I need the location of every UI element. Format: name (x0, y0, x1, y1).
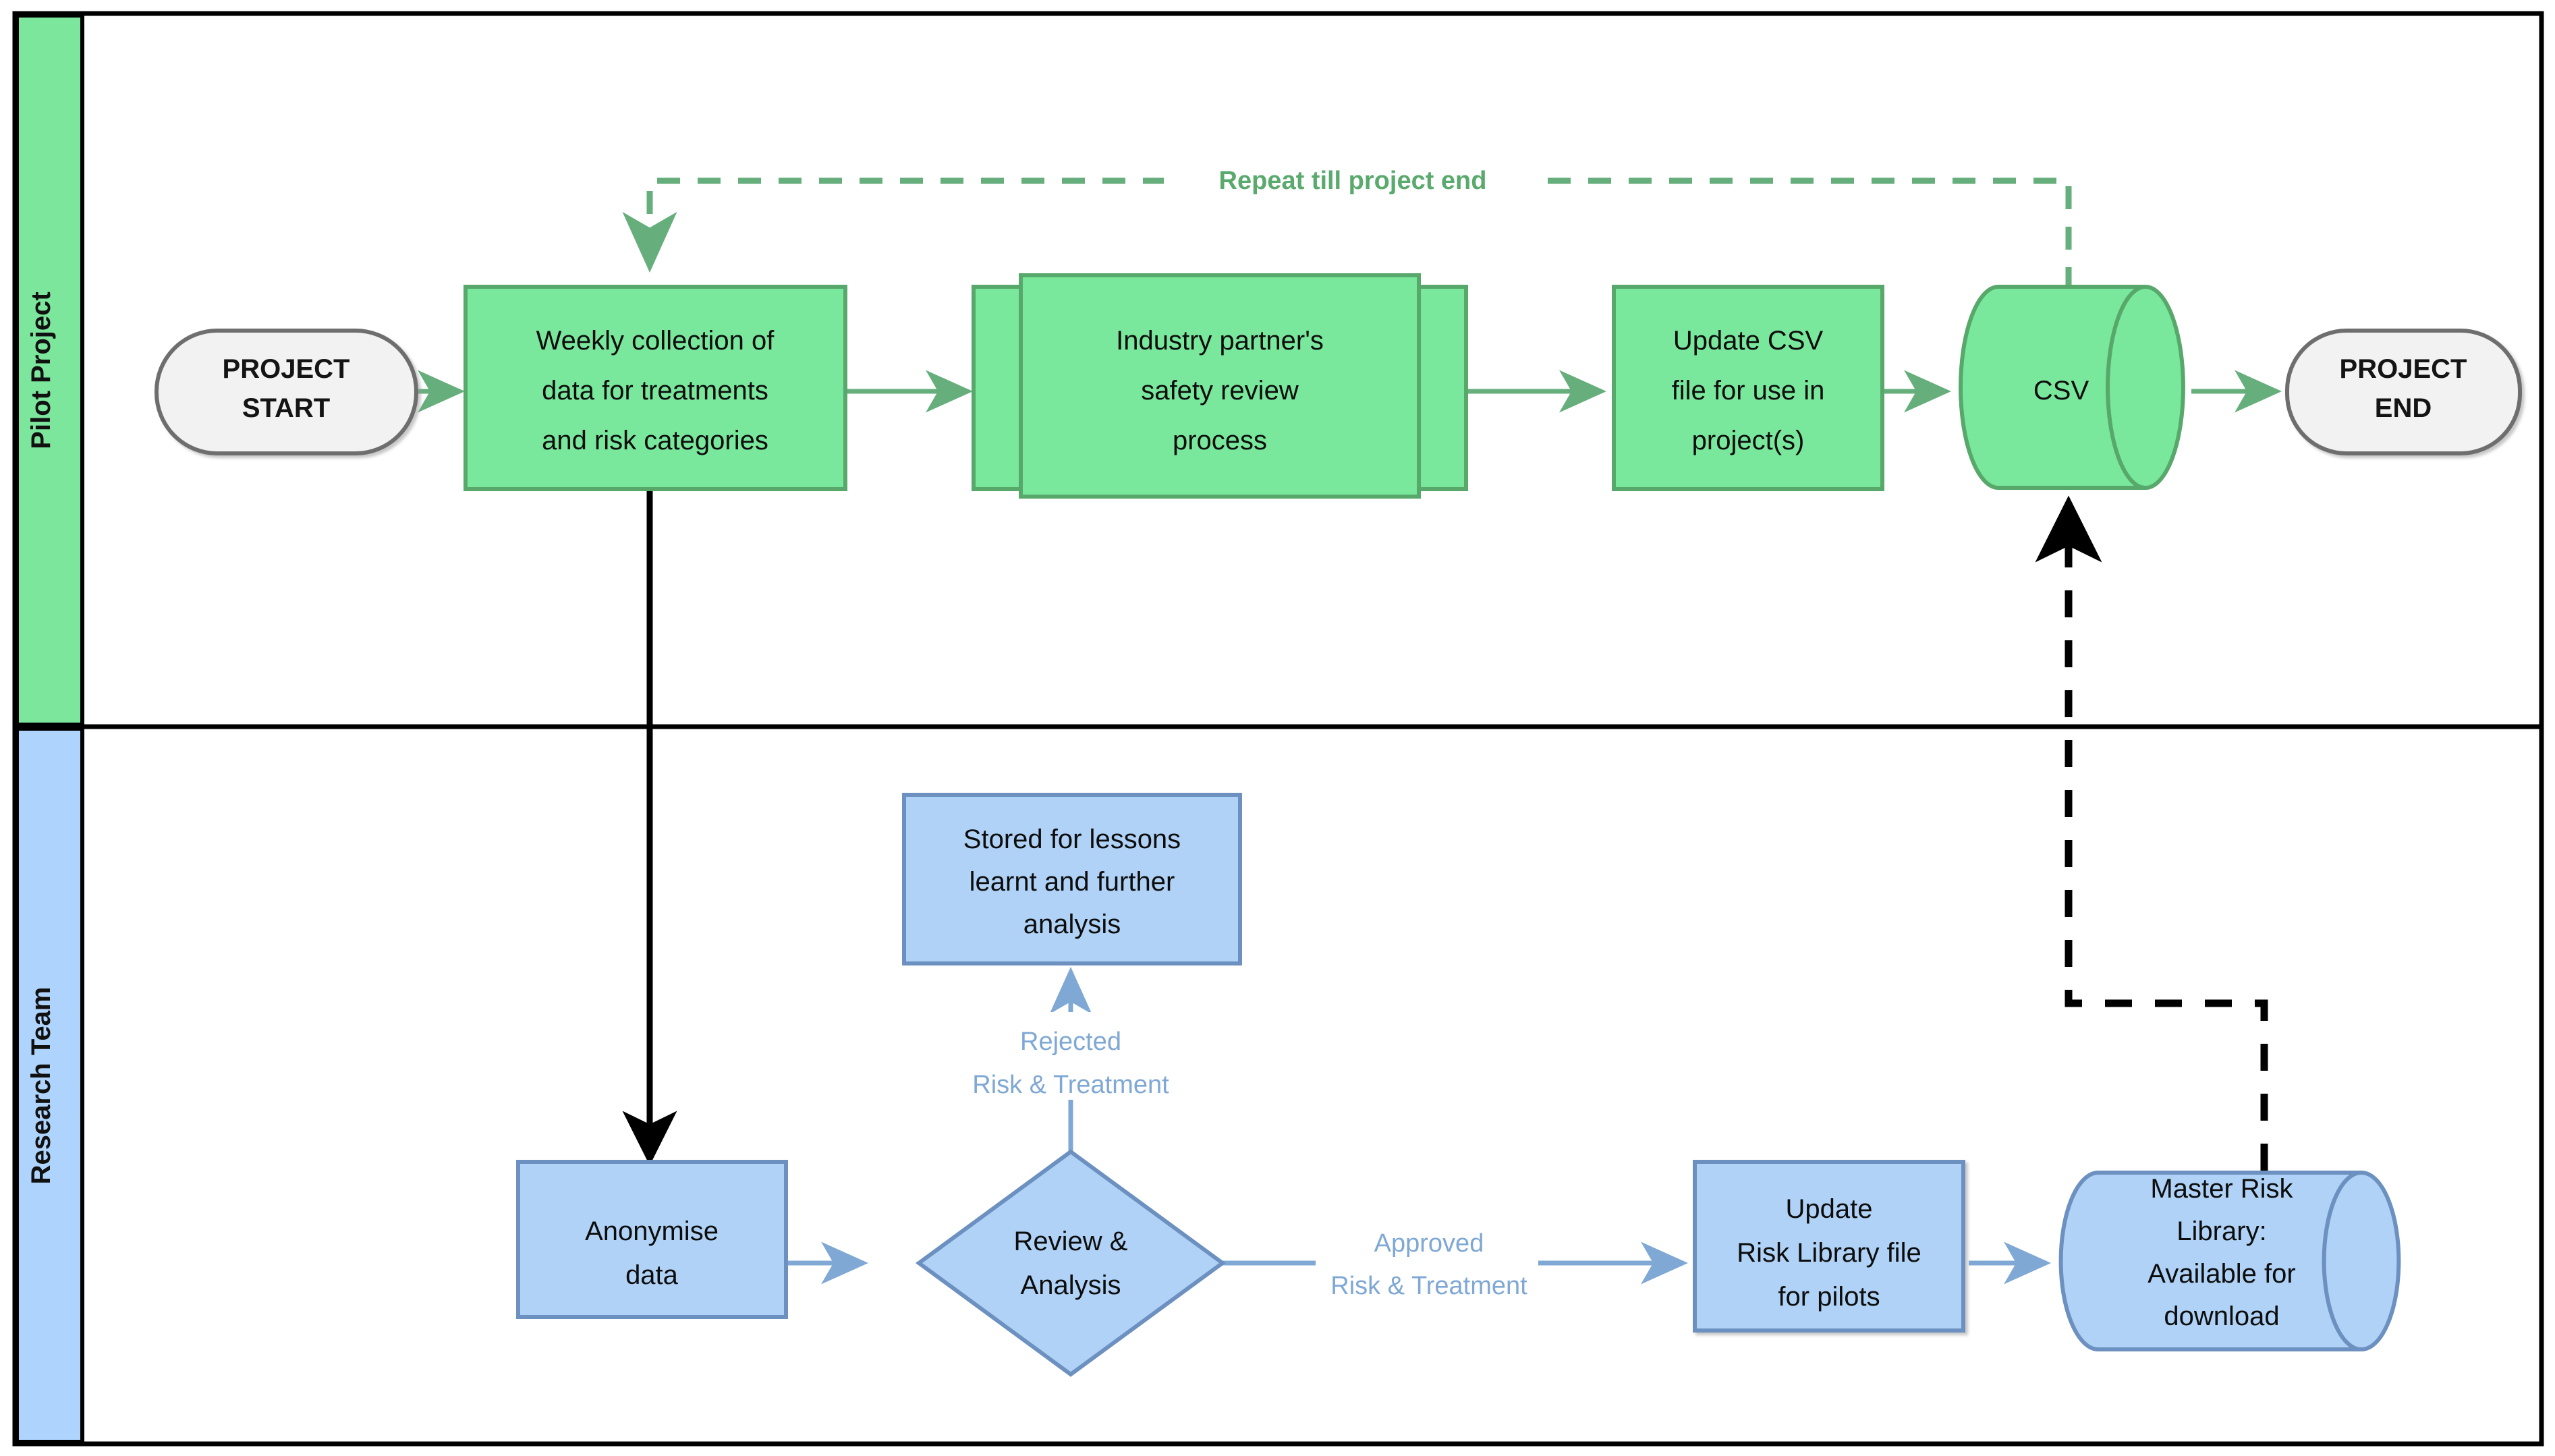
node-safety-review[interactable]: Industry partner's safety review process (972, 273, 1468, 499)
node-safety-review-line1: Industry partner's (1116, 326, 1324, 356)
node-anonymise-data-line1: Anonymise (585, 1216, 719, 1246)
node-stored-lessons-line1: Stored for lessons (963, 824, 1181, 854)
node-update-risk-library-line1: Update (1786, 1194, 1873, 1224)
node-csv-store-label: CSV (2033, 376, 2089, 405)
node-update-risk-library-line2: Risk Library file (1737, 1238, 1921, 1268)
node-project-end-line1: PROJECT (2340, 354, 2467, 384)
edge-label-rejected-line2: Risk & Treatment (972, 1071, 1169, 1099)
node-weekly-collection-line1: Weekly collection of (536, 326, 775, 356)
node-master-risk-library-line4: download (2164, 1301, 2279, 1331)
edge-label-repeat-till-project-end: Repeat till project end (1219, 167, 1487, 195)
node-master-risk-library-line1: Master Risk (2150, 1174, 2293, 1204)
edge-repeat-loop: Repeat till project end (622, 159, 2072, 290)
lane-label-research-team: Research Team (26, 987, 56, 1185)
edge-master-library-to-csv (2035, 495, 2268, 1171)
node-update-csv-line1: Update CSV (1673, 326, 1824, 356)
edge-group-top-lane: Repeat till project end (416, 159, 2282, 413)
node-project-start[interactable]: PROJECT START (155, 329, 418, 455)
node-update-risk-library-line3: for pilots (1778, 1282, 1880, 1312)
node-project-start-line1: PROJECT (223, 354, 350, 384)
edge-group-cross-lane (622, 489, 2268, 1171)
node-review-analysis[interactable]: Review & Analysis (915, 1149, 1227, 1377)
edge-group-bottom-lane: Rejected Risk & Treatment Approved Risk … (786, 967, 2051, 1300)
edge-label-approved-line1: Approved (1374, 1229, 1484, 1258)
edge-label-rejected-line1: Rejected (1020, 1028, 1121, 1056)
node-safety-review-line3: process (1173, 426, 1267, 455)
node-stored-lessons-line3: analysis (1023, 909, 1121, 939)
node-review-analysis-line2: Analysis (1021, 1270, 1121, 1300)
node-csv-store[interactable]: CSV (1959, 285, 2185, 490)
lane-header-pilot-project: Pilot Project (15, 13, 84, 727)
edge-label-approved-line2: Risk & Treatment (1330, 1272, 1527, 1300)
node-update-risk-library[interactable]: Update Risk Library file for pilots (1693, 1160, 1965, 1333)
node-project-end-line2: END (2375, 393, 2432, 423)
node-update-csv-line3: project(s) (1692, 426, 1805, 455)
node-project-start-line2: START (242, 393, 330, 423)
node-weekly-collection[interactable]: Weekly collection of data for treatments… (464, 285, 847, 491)
node-weekly-collection-line3: and risk categories (542, 426, 768, 455)
node-review-analysis-line1: Review & (1014, 1227, 1128, 1256)
node-update-csv-line2: file for use in (1672, 376, 1825, 405)
lane-label-pilot-project: Pilot Project (26, 291, 56, 449)
node-stored-lessons-line2: learnt and further (970, 867, 1175, 897)
node-weekly-collection-line2: data for treatments (542, 376, 768, 405)
node-master-risk-library-line2: Library: (2177, 1216, 2266, 1246)
node-anonymise-data-line2: data (625, 1260, 679, 1290)
node-anonymise-data[interactable]: Anonymise data (516, 1160, 788, 1319)
swimlane-frame (12, 11, 2544, 1447)
node-safety-review-line2: safety review (1141, 376, 1299, 405)
lane-header-research-team: Research Team (15, 727, 84, 1444)
node-master-risk-library[interactable]: Master Risk Library: Available for downl… (2058, 1171, 2401, 1351)
node-project-end[interactable]: PROJECT END (2285, 329, 2522, 455)
node-master-risk-library-line3: Available for (2147, 1259, 2295, 1289)
node-update-csv[interactable]: Update CSV file for use in project(s) (1612, 285, 1884, 491)
node-stored-lessons[interactable]: Stored for lessons learnt and further an… (902, 793, 1242, 965)
